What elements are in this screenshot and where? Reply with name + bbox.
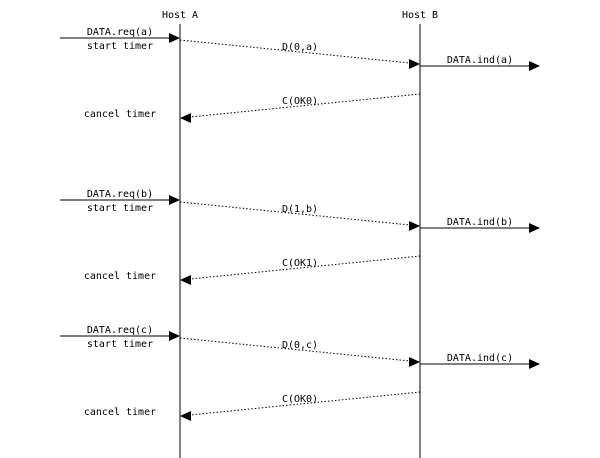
exchange-3-control-arrowhead — [180, 411, 191, 421]
exchange-3-request-label: DATA.req(c) — [87, 325, 153, 336]
exchange-2-indication-arrowhead — [529, 223, 540, 233]
exchange-1-control-arrow — [189, 93, 421, 118]
exchange-1-control-arrowhead — [180, 113, 191, 123]
exchange-2-control-label: C(OK1) — [282, 258, 318, 269]
exchange-2-timer-start-label: start timer — [87, 203, 153, 214]
exchanges-group: DATA.req(a) start timer D(0,a) DATA.ind(a) C… — [60, 27, 540, 421]
exchange-2-control-arrowhead — [180, 275, 191, 285]
exchange-3-request-arrowhead — [169, 331, 180, 341]
exchange-2-timer-cancel-label: cancel timer — [84, 271, 156, 282]
exchange-2-request-label: DATA.req(b) — [87, 189, 153, 200]
exchange-2-control-arrow — [189, 255, 421, 280]
exchange-2-frame-label: D(1,b) — [282, 204, 318, 215]
exchange-1-indication-label: DATA.ind(a) — [447, 55, 513, 66]
exchange-3-frame-label: D(0,c) — [282, 340, 318, 351]
host-b-label: Host B — [402, 10, 438, 21]
exchange-2-frame-arrow — [179, 201, 411, 226]
exchange-1-timer-cancel-label: cancel timer — [84, 109, 156, 120]
exchange-1-request-arrowhead — [169, 33, 180, 43]
exchange-2-request-arrowhead — [169, 195, 180, 205]
exchange-3-timer-cancel-label: cancel timer — [84, 407, 156, 418]
exchange-3-frame-arrow — [179, 337, 411, 362]
exchange-2-frame-arrowhead — [409, 221, 420, 231]
exchange-1-control-label: C(OK0) — [282, 96, 318, 107]
exchange-3-control-label: C(OK0) — [282, 394, 318, 405]
exchange-1-frame-label: D(0,a) — [282, 42, 318, 53]
exchange-2-indication-label: DATA.ind(b) — [447, 217, 513, 228]
exchange-3-timer-start-label: start timer — [87, 339, 153, 350]
exchange-1-timer-start-label: start timer — [87, 41, 153, 52]
exchange-3-indication-label: DATA.ind(c) — [447, 353, 513, 364]
exchange-1-frame-arrow — [179, 39, 411, 64]
exchange-1-frame-arrowhead — [409, 59, 420, 69]
exchange-1-indication-arrowhead — [529, 61, 540, 71]
host-a-label: Host A — [162, 10, 198, 21]
exchange-3-frame-arrowhead — [409, 357, 420, 367]
exchange-3-control-arrow — [189, 391, 421, 416]
exchange-1-request-label: DATA.req(a) — [87, 27, 153, 38]
exchange-3-indication-arrowhead — [529, 359, 540, 369]
